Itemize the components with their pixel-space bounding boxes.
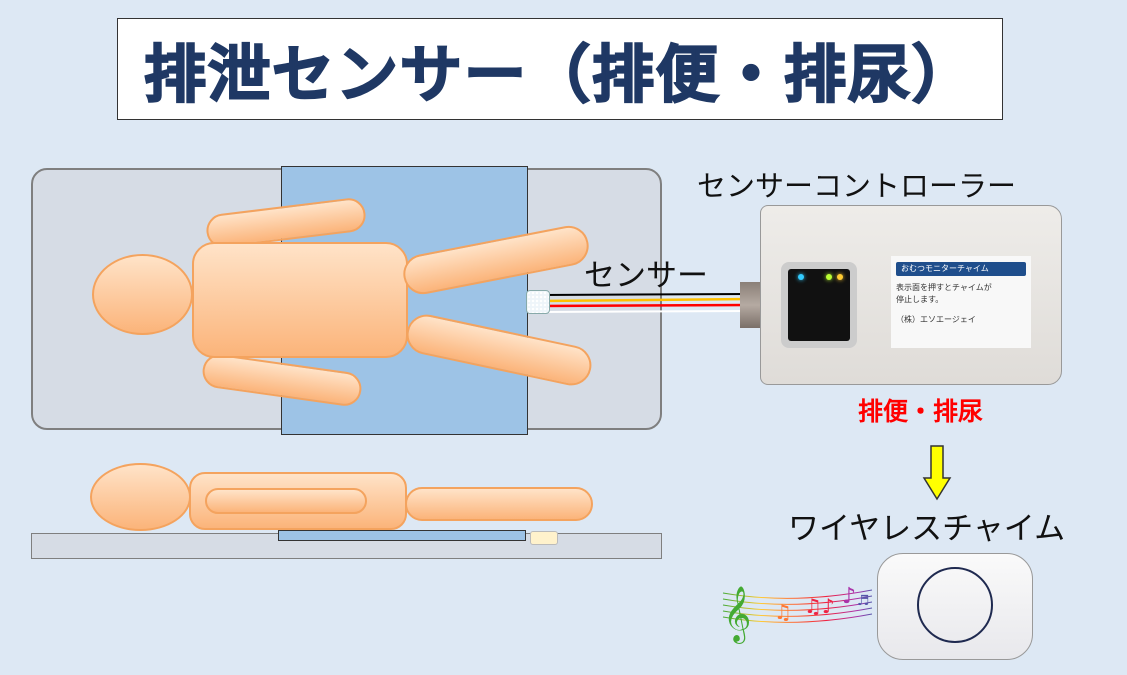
led-blue (798, 274, 804, 280)
head (92, 254, 193, 335)
detects-label: 排便・排尿 (858, 397, 984, 426)
svg-text:♫♪: ♫♪ (804, 594, 835, 618)
sticker-company: （株）エソエージェイ (896, 315, 976, 324)
controller-label: センサーコントローラー (697, 169, 1017, 203)
pad-side-view (278, 530, 526, 541)
page-title: 排泄センサー（排便・排尿） (143, 37, 976, 112)
sensor-label: センサー (584, 258, 708, 294)
down-arrow-icon (922, 445, 952, 501)
sensor-connector (526, 290, 550, 314)
arm-side (205, 488, 367, 514)
chime-button[interactable] (917, 567, 993, 643)
torso (192, 242, 408, 358)
svg-text:♪: ♪ (842, 584, 856, 609)
svg-text:♬: ♬ (857, 593, 870, 609)
sticker-text-2: 停止します。 (896, 295, 944, 304)
svg-text:♫: ♫ (774, 600, 792, 624)
music-notes-icon: 𝄞 ♫ ♫♪ ♪ ♬ (722, 584, 873, 644)
head-side (90, 463, 191, 531)
led-orange (837, 274, 843, 280)
chime-label: ワイヤレスチャイム (788, 511, 1066, 547)
svg-text:𝄞: 𝄞 (723, 586, 751, 644)
sticker-text-1: 表示面を押すとチャイムが (896, 283, 992, 292)
led-green (826, 274, 832, 280)
wireless-chime[interactable] (877, 553, 1033, 660)
leg-side (405, 487, 593, 521)
sensor-side-view (530, 531, 558, 545)
sensor-wires (540, 293, 751, 313)
sensor-controller: おむつモニターチャイム 表示面を押すとチャイムが 停止します。 （株）エソエージ… (760, 205, 1062, 385)
sticker-header: おむつモニターチャイム (896, 262, 1026, 276)
controller-sticker: おむつモニターチャイム 表示面を押すとチャイムが 停止します。 （株）エソエージ… (891, 256, 1031, 348)
title-box: 排泄センサー（排便・排尿） (117, 18, 1003, 120)
display-button[interactable] (781, 262, 857, 348)
